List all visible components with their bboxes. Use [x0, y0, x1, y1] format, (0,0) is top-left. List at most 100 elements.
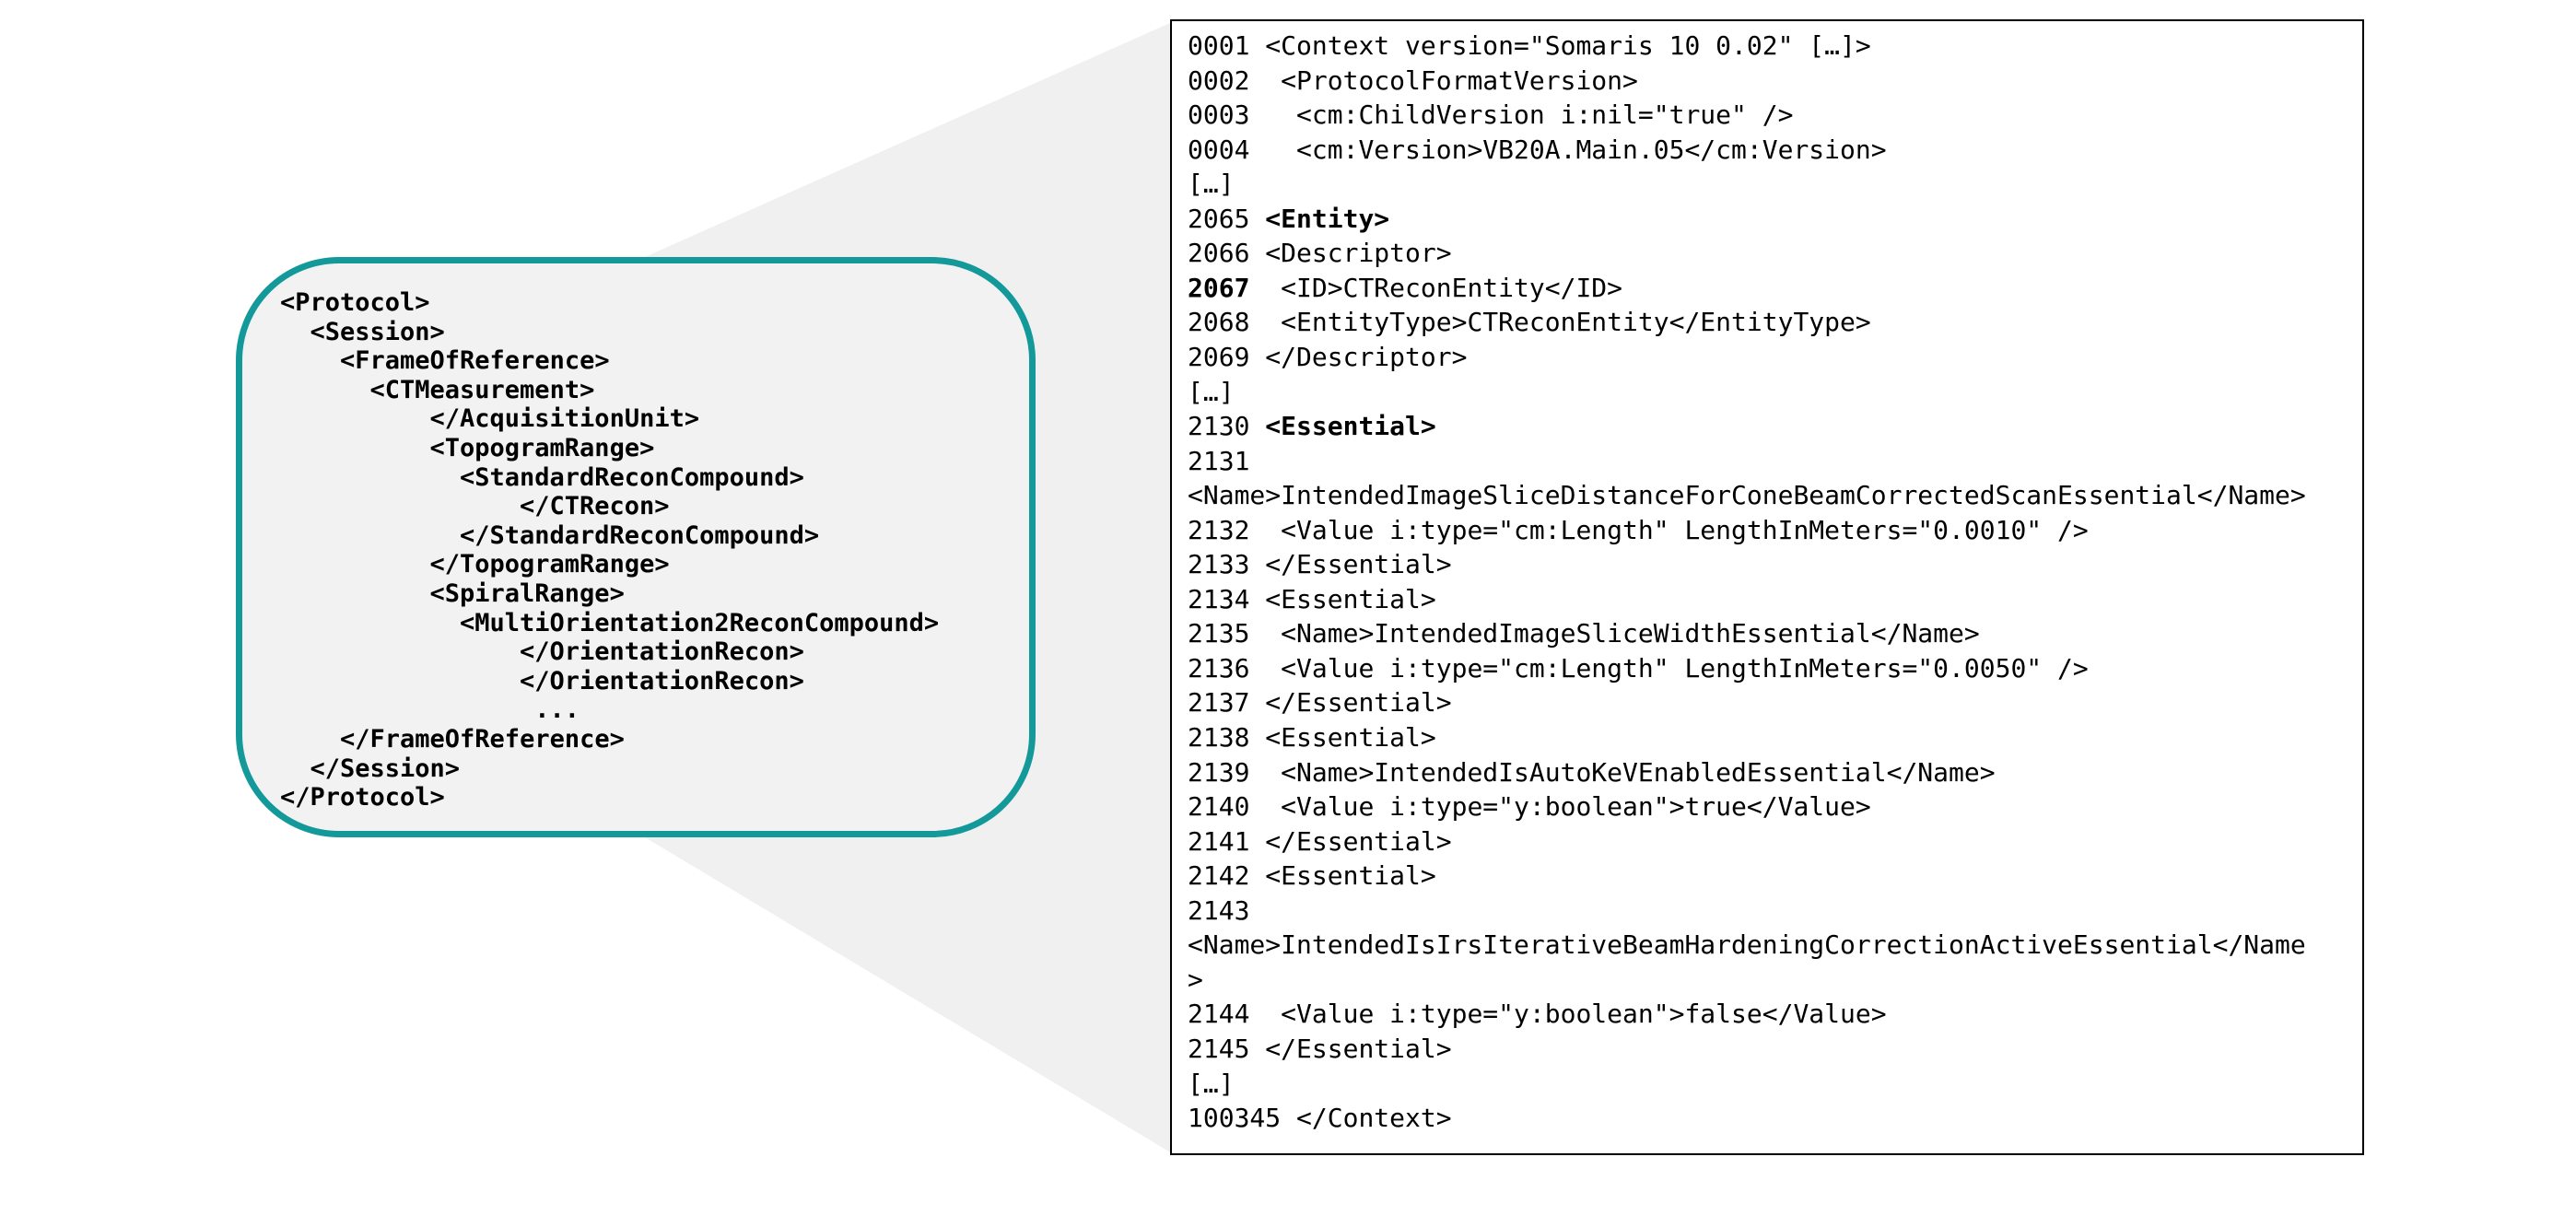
code-text: </Essential>	[1265, 1033, 1452, 1064]
code-text: <Descriptor>	[1265, 238, 1452, 269]
tree-line: </Session>	[310, 754, 461, 783]
code-line: 0001 <Context version="Somaris 10 0.02" …	[1188, 29, 1871, 63]
code-text: <EntityType>CTReconEntity</EntityType>	[1265, 307, 1871, 338]
code-line: 0004 <cm:Version>VB20A.Main.05</cm:Versi…	[1188, 134, 1887, 167]
code-text: <Value i:type="y:boolean">true</Value>	[1265, 791, 1871, 823]
line-number: 2138	[1188, 722, 1250, 753]
code-line: 2143	[1188, 894, 1265, 928]
tree-line: </FrameOfReference>	[340, 725, 625, 754]
code-line: 2132 <Value i:type="cm:Length" LengthInM…	[1188, 514, 2089, 547]
code-line: 0002 <ProtocolFormatVersion>	[1188, 64, 1638, 98]
tree-line: </OrientationRecon>	[520, 637, 804, 667]
line-number: 2066	[1188, 238, 1250, 269]
code-text: <Entity>	[1265, 203, 1390, 234]
tree-line: <SpiralRange>	[429, 579, 625, 608]
tree-line: <Session>	[310, 317, 445, 346]
code-text: <Name>IntendedImageSliceWidthEssential</…	[1265, 618, 1980, 649]
code-text: <ID>CTReconEntity</ID>	[1265, 272, 1623, 303]
line-number: 2134	[1188, 583, 1250, 614]
line-number: 2143	[1188, 894, 1250, 926]
code-line: 2141 </Essential>	[1188, 825, 1452, 859]
code-text: <Context version="Somaris 10 0.02" […]>	[1265, 30, 1871, 61]
code-line: 2133 </Essential>	[1188, 548, 1452, 581]
code-line: 2130 <Essential>	[1188, 410, 1436, 443]
code-text: </Essential>	[1265, 549, 1452, 580]
line-number: 2068	[1188, 307, 1250, 338]
line-number: 2069	[1188, 341, 1250, 372]
code-text: <cm:ChildVersion i:nil="true" />	[1265, 99, 1794, 131]
tree-line: </CTRecon>	[520, 492, 670, 521]
code-text: </Essential>	[1265, 687, 1452, 719]
code-line: 2135 <Name>IntendedImageSliceWidthEssent…	[1188, 617, 1980, 650]
line-number: 0002	[1188, 64, 1250, 96]
code-text: </Context>	[1296, 1103, 1452, 1134]
code-line: 2134 <Essential>	[1188, 583, 1436, 616]
code-text: […]	[1188, 169, 1235, 200]
code-text: <Value i:type="cm:Length" LengthInMeters…	[1265, 514, 2089, 545]
code-line: 2066 <Descriptor>	[1188, 237, 1452, 270]
code-text: </Descriptor>	[1265, 341, 1468, 372]
code-text: […]	[1188, 376, 1235, 407]
line-number: 2142	[1188, 860, 1250, 892]
code-line: 2069 </Descriptor>	[1188, 341, 1467, 374]
code-line: 0003 <cm:ChildVersion i:nil="true" />	[1188, 99, 1793, 132]
code-line: […]	[1188, 376, 1235, 409]
tree-line: <CTMeasurement>	[369, 375, 595, 404]
line-number: 2132	[1188, 514, 1250, 545]
line-number: 0004	[1188, 134, 1250, 165]
tree-line: ...	[534, 695, 580, 725]
code-line: <Name>IntendedImageSliceDistanceForConeB…	[1188, 479, 2306, 512]
code-line: 100345 </Context>	[1188, 1102, 1452, 1135]
code-line: 2131	[1188, 445, 1265, 478]
code-line: 2137 </Essential>	[1188, 686, 1452, 719]
code-text: </Essential>	[1265, 825, 1452, 857]
line-number: 2137	[1188, 687, 1250, 719]
code-line: 2068 <EntityType>CTReconEntity</EntityTy…	[1188, 306, 1871, 339]
code-line: 2138 <Essential>	[1188, 721, 1436, 754]
tree-line: </AcquisitionUnit>	[429, 404, 700, 434]
line-number: 2133	[1188, 549, 1250, 580]
code-text: <Essential>	[1265, 860, 1436, 892]
code-line: […]	[1188, 1068, 1235, 1101]
code-line: 2145 </Essential>	[1188, 1033, 1452, 1066]
code-line: <Name>IntendedIsIrsIterativeBeamHardenin…	[1188, 929, 2306, 962]
code-text: <Value i:type="cm:Length" LengthInMeters…	[1265, 652, 2089, 684]
code-text: >	[1188, 964, 1203, 995]
protocol-tree-panel	[236, 257, 1036, 837]
code-text: <Essential>	[1265, 583, 1436, 614]
tree-line: </StandardReconCompound>	[460, 520, 820, 550]
tree-line: <TopogramRange>	[429, 434, 655, 462]
tree-line: </Protocol>	[280, 783, 445, 812]
tree-line: </OrientationRecon>	[520, 666, 804, 695]
tree-line: <StandardReconCompound>	[460, 462, 804, 492]
code-line: 2140 <Value i:type="y:boolean">true</Val…	[1188, 790, 1871, 824]
code-text: <Name>IntendedIsAutoKeVEnabledEssential<…	[1265, 756, 1996, 788]
code-line: […]	[1188, 168, 1235, 201]
code-text: <Essential>	[1265, 411, 1436, 442]
line-number: 2130	[1188, 411, 1250, 442]
code-line: 2067 <ID>CTReconEntity</ID>	[1188, 272, 1622, 305]
line-number: 0001	[1188, 30, 1250, 61]
line-number: 2141	[1188, 825, 1250, 857]
code-text: […]	[1188, 1068, 1235, 1099]
code-line: 2139 <Name>IntendedIsAutoKeVEnabledEssen…	[1188, 756, 1996, 789]
line-number: 2139	[1188, 756, 1250, 788]
line-number: 2135	[1188, 618, 1250, 649]
code-text: <Name>IntendedImageSliceDistanceForConeB…	[1188, 480, 2306, 511]
line-number: 0003	[1188, 99, 1250, 131]
line-number: 2065	[1188, 203, 1250, 234]
line-number: 2067	[1188, 272, 1250, 303]
line-number: 2140	[1188, 791, 1250, 823]
tree-line: <Protocol>	[280, 288, 430, 317]
code-text: <Name>IntendedIsIrsIterativeBeamHardenin…	[1188, 929, 2306, 961]
tree-line: </TopogramRange>	[429, 550, 670, 579]
code-text: <ProtocolFormatVersion>	[1265, 64, 1638, 96]
code-text: <Essential>	[1265, 722, 1436, 753]
code-line: >	[1188, 964, 1203, 997]
tree-line: <FrameOfReference>	[340, 346, 610, 376]
code-line: 2144 <Value i:type="y:boolean">false</Va…	[1188, 998, 1887, 1031]
line-number: 100345	[1188, 1103, 1282, 1134]
code-line: 2065 <Entity>	[1188, 203, 1389, 236]
tree-line: <MultiOrientation2ReconCompound>	[460, 608, 940, 637]
line-number: 2131	[1188, 445, 1250, 476]
